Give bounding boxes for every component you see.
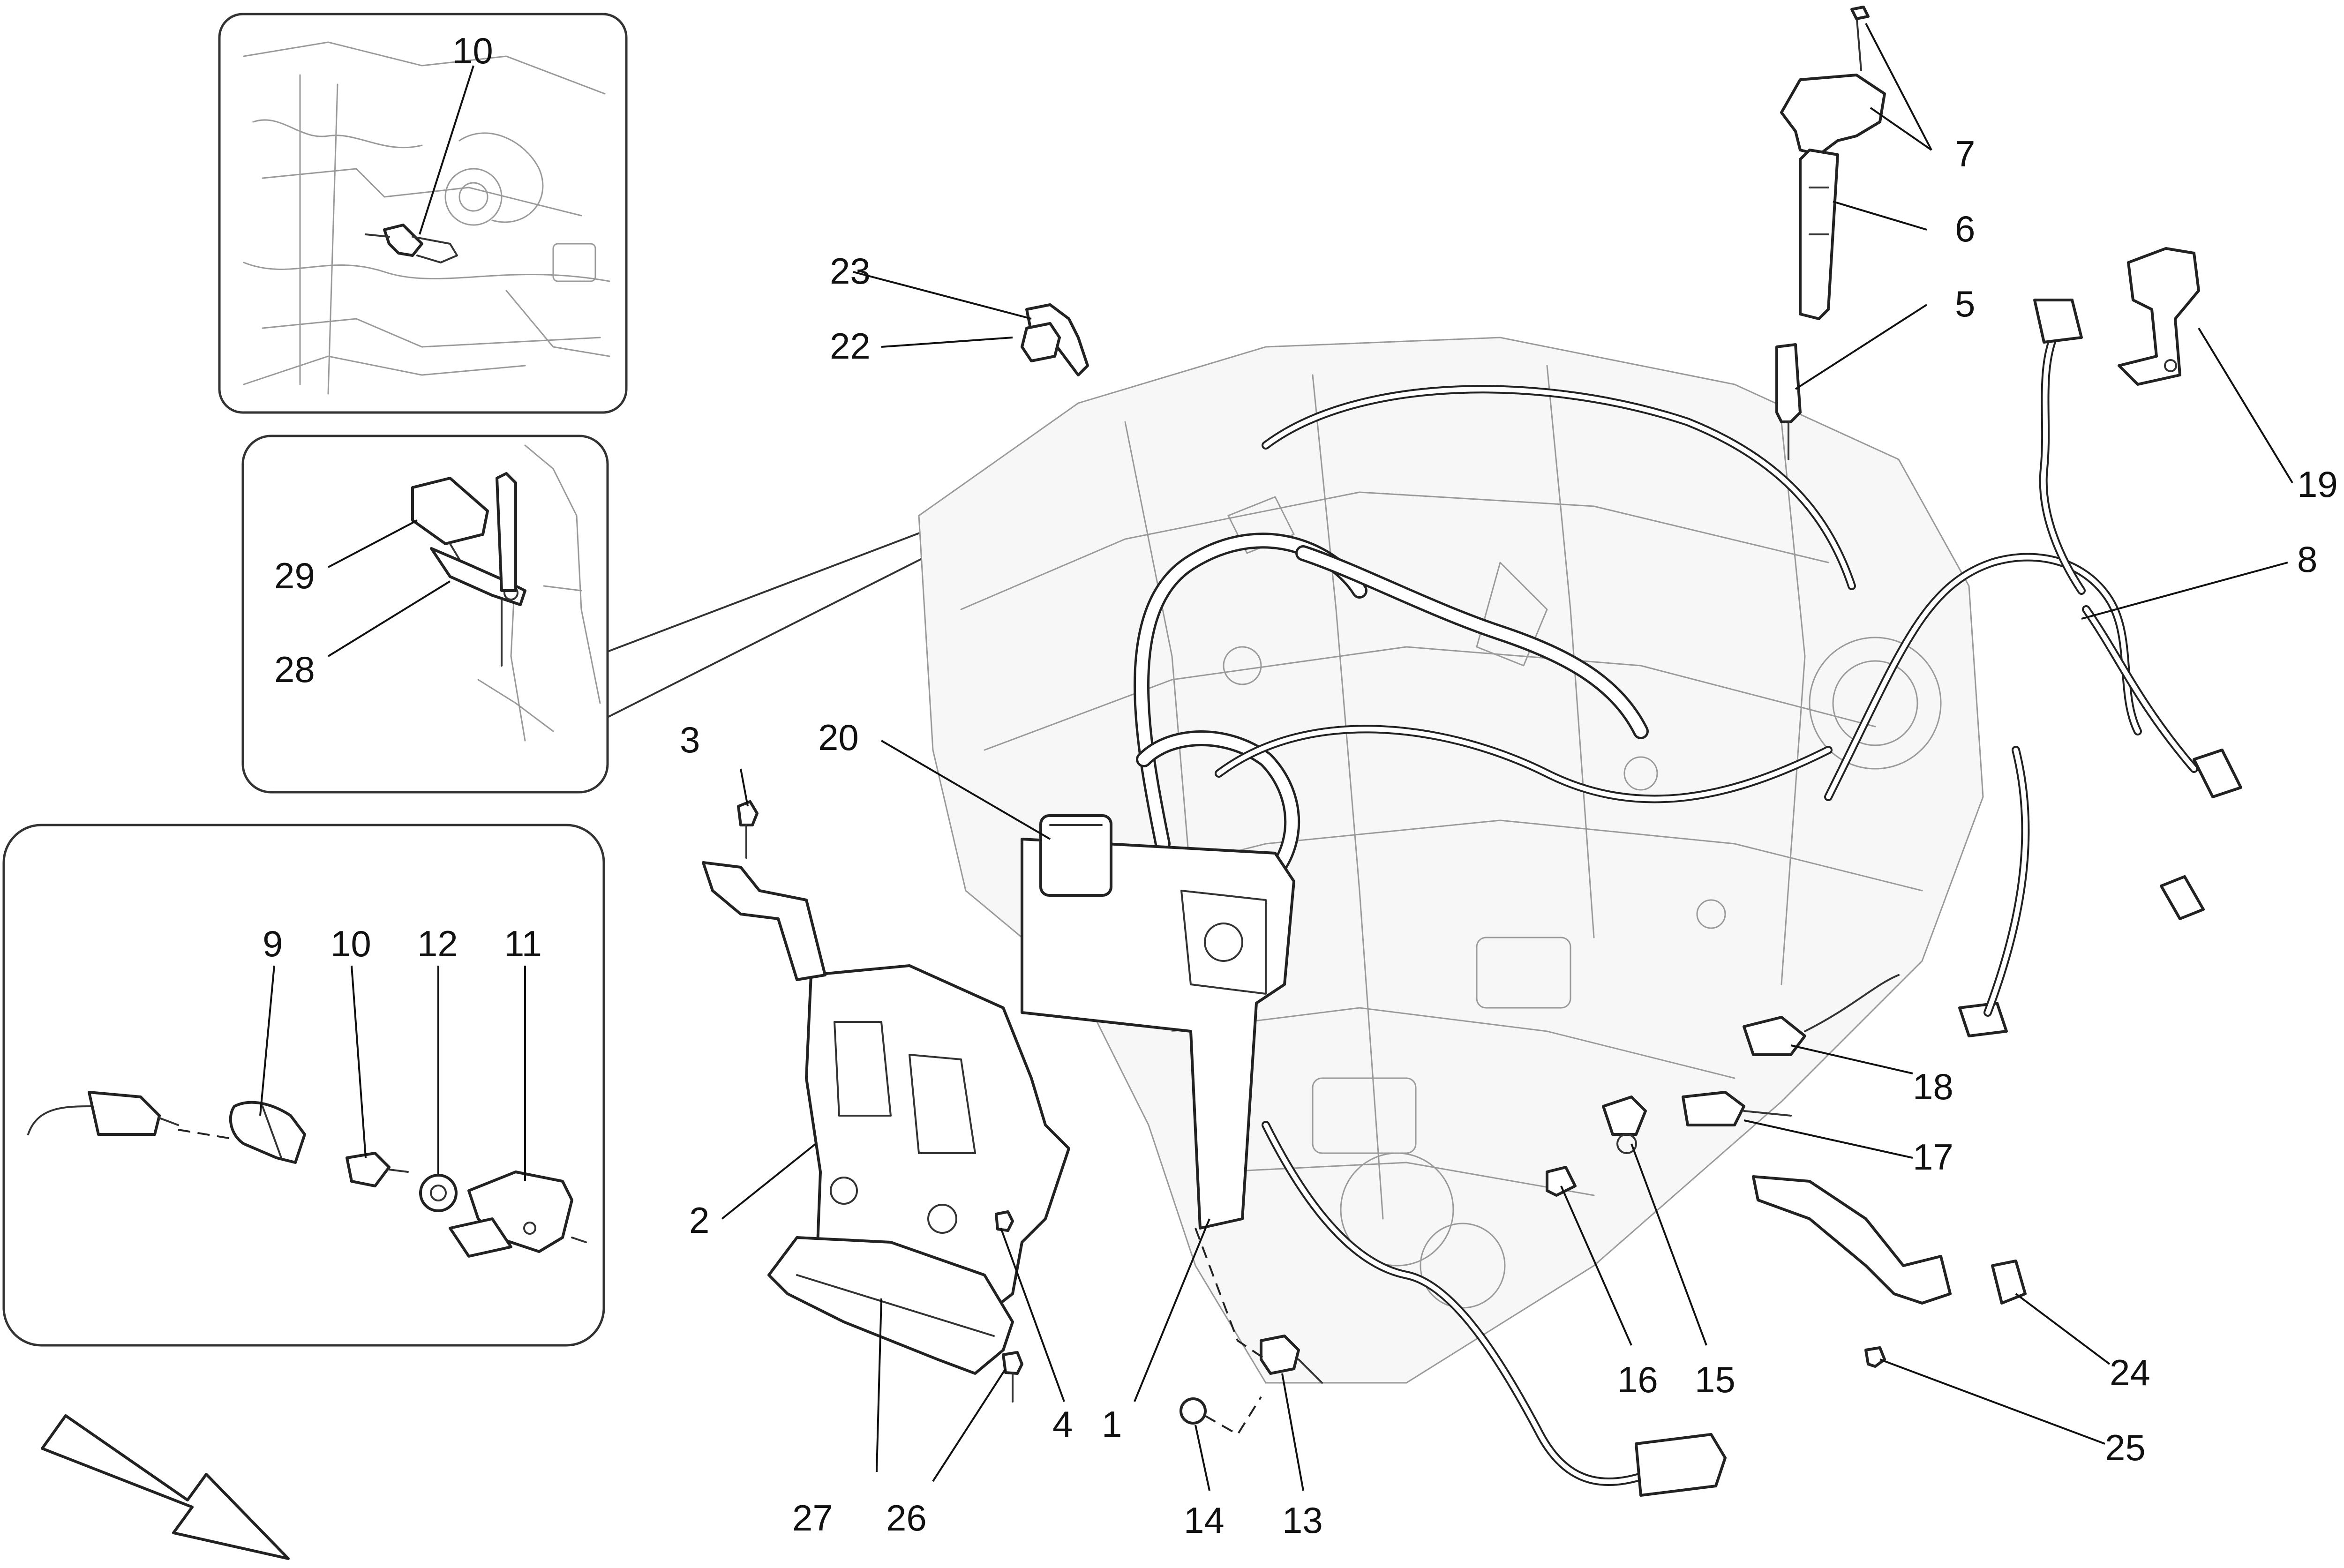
support-plate-1 [1021, 838, 1295, 1230]
sensor-10-top [365, 224, 458, 263]
washer-12 [419, 1174, 458, 1212]
callout-23: 23 [830, 250, 871, 292]
screw-14 [1180, 1396, 1262, 1436]
connector-end [1635, 1433, 1727, 1497]
bracket-23-22 [1021, 303, 1089, 376]
callout-7: 7 [1955, 133, 1975, 174]
callout-28: 28 [274, 649, 315, 690]
callout-26: 26 [886, 1497, 927, 1538]
callout-10-left: 10 [331, 923, 371, 964]
callout-1: 1 [1102, 1403, 1122, 1445]
callout-18: 18 [1913, 1066, 1953, 1107]
relay-20 [1039, 814, 1112, 897]
harness-plug [88, 1091, 179, 1136]
callout-25: 25 [2105, 1427, 2146, 1468]
seal-10 [346, 1152, 409, 1187]
callout-10-top: 10 [452, 30, 493, 71]
engine-harness [1215, 385, 2142, 1486]
bracket-27 [767, 1236, 1014, 1375]
callout-13: 13 [1282, 1500, 1323, 1541]
callout-22: 22 [830, 325, 871, 367]
bracket-28 [430, 472, 526, 667]
callout-4: 4 [1052, 1403, 1073, 1445]
arrow-icon [41, 1414, 290, 1560]
bracket-24 [1752, 1175, 2027, 1305]
callout-24: 24 [2110, 1352, 2150, 1393]
callout-5: 5 [1955, 283, 1975, 324]
ignition-coil-6 [1780, 74, 1886, 320]
sensor-17 [1682, 1091, 1792, 1126]
callout-16: 16 [1617, 1359, 1658, 1400]
callout-19: 19 [2297, 464, 2338, 505]
callout-27: 27 [792, 1497, 833, 1538]
inset-top-left [218, 13, 628, 414]
screw-16 [1546, 1166, 1577, 1197]
callout-9: 9 [263, 923, 283, 964]
callout-2: 2 [689, 1200, 709, 1241]
callout-20: 20 [818, 717, 859, 758]
harness-8 [1958, 299, 2242, 1037]
callout-6: 6 [1955, 208, 1975, 249]
screw-7 [1850, 6, 1870, 71]
inset-bottom-left [2, 824, 605, 1347]
callout-29: 29 [274, 555, 315, 596]
engine-assembly [918, 337, 2142, 1486]
callout-3: 3 [680, 719, 700, 760]
screw-4 [995, 1210, 1014, 1232]
coolant-hoses [1134, 533, 1649, 880]
screw-3 [737, 800, 759, 859]
callout-8: 8 [2297, 539, 2317, 580]
inset-mid-left [241, 435, 609, 794]
bracket-11 [449, 1170, 587, 1258]
screw-25 [1864, 1346, 1886, 1368]
callout-leaders [259, 23, 2293, 1491]
callout-15: 15 [1695, 1359, 1735, 1400]
callout-labels: 10 29 28 9 10 12 11 23 22 7 6 5 19 8 3 2… [263, 30, 2338, 1541]
sensor-9 [229, 1101, 306, 1164]
sensor-18 [1743, 974, 1900, 1056]
callout-14: 14 [1184, 1500, 1225, 1541]
screw-26 [1002, 1351, 1023, 1403]
callout-17: 17 [1913, 1136, 1953, 1178]
callout-12: 12 [417, 923, 458, 964]
callout-11: 11 [504, 923, 542, 964]
sensor-15 [1602, 1095, 1647, 1154]
spark-plug-5 [1775, 343, 1802, 460]
bracket-19 [2118, 247, 2200, 386]
sensor-13 [1260, 1335, 1323, 1384]
